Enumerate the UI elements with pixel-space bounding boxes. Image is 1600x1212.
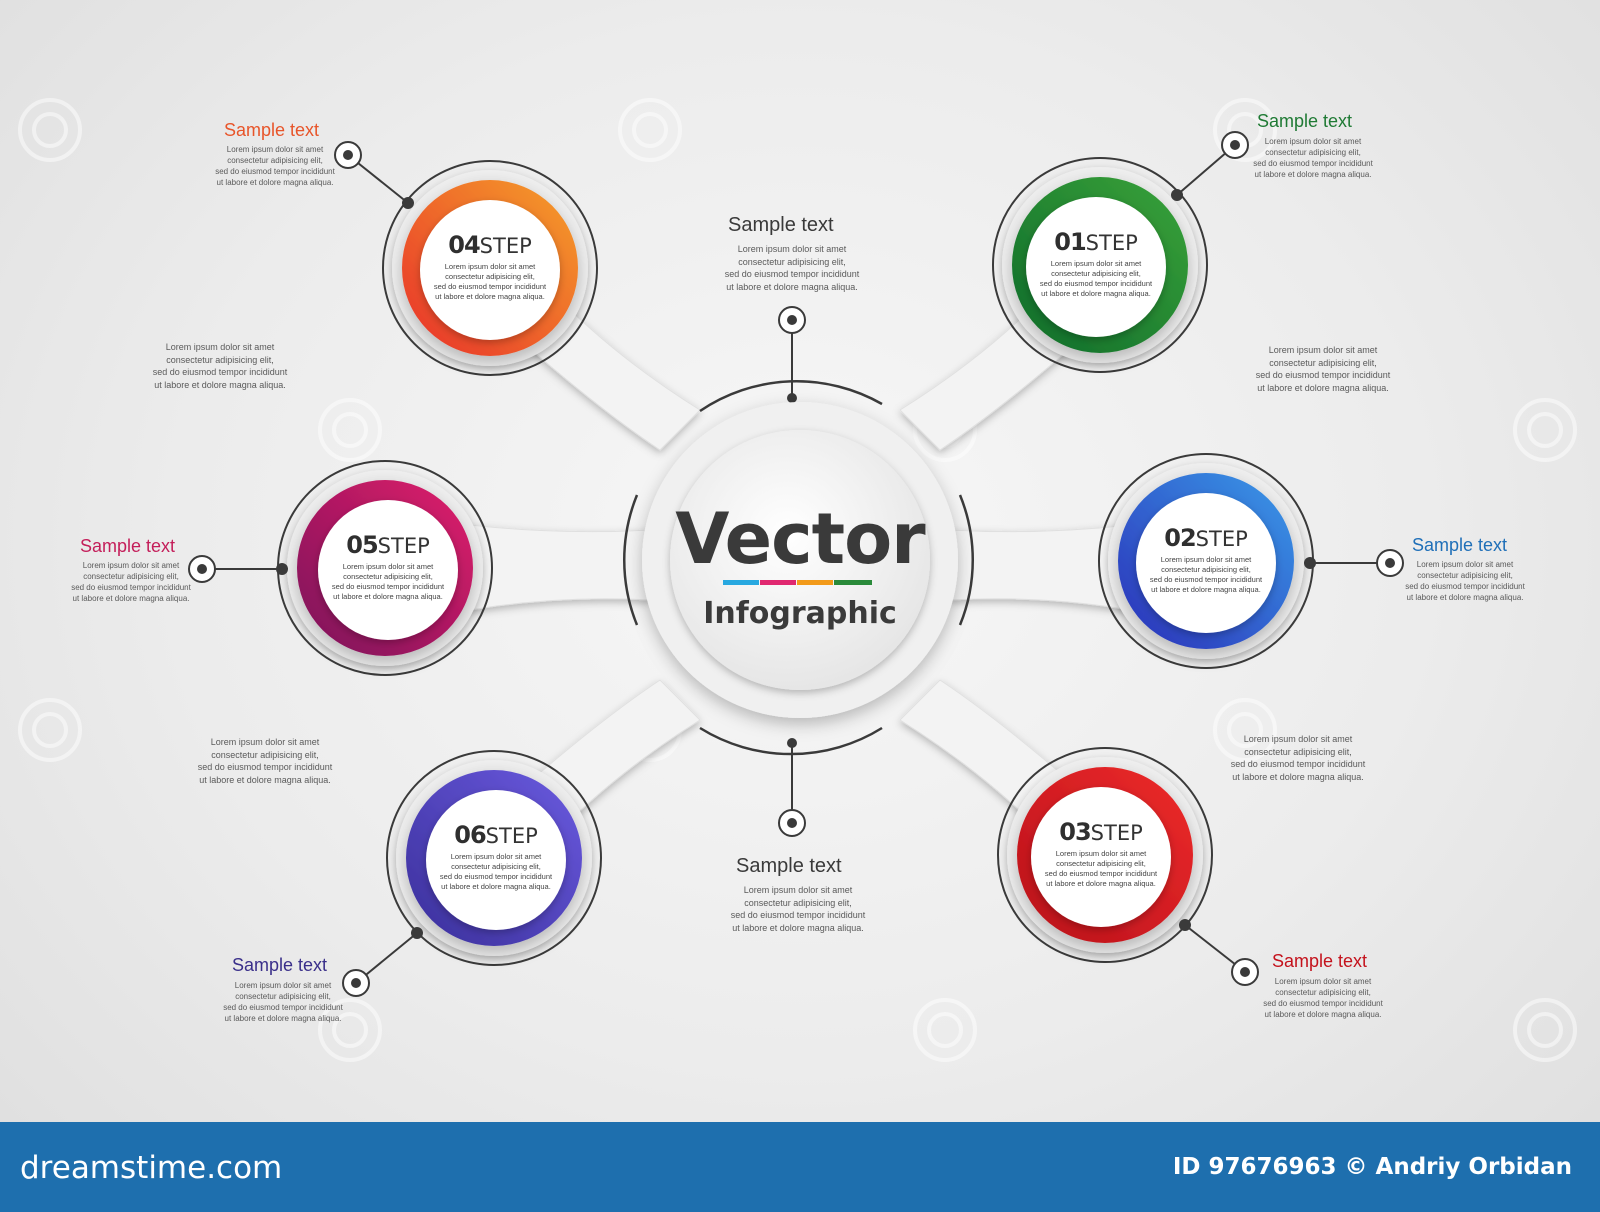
hub-underline-2 bbox=[760, 580, 796, 585]
callout-step3-text: Lorem ipsum dolor sit amet consectetur a… bbox=[1263, 977, 1383, 1019]
step-4-circle bbox=[382, 160, 598, 376]
arm-step-2 bbox=[949, 524, 1131, 611]
step-3-circle bbox=[997, 747, 1213, 963]
side-note-lower-right: Lorem ipsum dolor sit amet consectetur a… bbox=[1230, 734, 1366, 782]
step-3-number: 03 bbox=[1059, 818, 1091, 846]
callout-step6-text: Lorem ipsum dolor sit amet consectetur a… bbox=[223, 981, 343, 1023]
hub-title: Vector bbox=[675, 498, 925, 580]
connector-dot-bottom-end bbox=[787, 738, 797, 748]
hub-subtitle: Infographic bbox=[703, 596, 897, 631]
step-3-content: 03STEP Lorem ipsum dolor sit amet consec… bbox=[1036, 818, 1166, 889]
step-5-content: 05STEP Lorem ipsum dolor sit amet consec… bbox=[323, 531, 453, 602]
callout-bottom-text: Lorem ipsum dolor sit amet consectetur a… bbox=[730, 885, 866, 933]
side-note-lower-left: Lorem ipsum dolor sit amet consectetur a… bbox=[197, 737, 333, 785]
hub-underline-4 bbox=[834, 580, 872, 585]
step-1-circle bbox=[992, 157, 1208, 373]
step-5-label: STEP bbox=[377, 534, 430, 558]
callout-step3-title: Sample text bbox=[1272, 951, 1368, 971]
step-5-number: 05 bbox=[346, 531, 378, 559]
step-2-text: Lorem ipsum dolor sit amet consectetur a… bbox=[1149, 555, 1263, 594]
callout-step4-title: Sample text bbox=[224, 120, 320, 140]
step-6-circle bbox=[386, 750, 602, 966]
step-1-label: STEP bbox=[1085, 231, 1138, 255]
footer-logo[interactable]: dreamstime.com bbox=[20, 1150, 283, 1186]
step-2-number: 02 bbox=[1164, 524, 1196, 552]
step-1-number: 01 bbox=[1054, 228, 1086, 256]
hub-underline-3 bbox=[797, 580, 833, 585]
callout-step4-text: Lorem ipsum dolor sit amet consectetur a… bbox=[215, 145, 335, 187]
step-3-label: STEP bbox=[1090, 821, 1143, 845]
step-4-number: 04 bbox=[448, 231, 480, 259]
step-2-circle bbox=[1098, 453, 1314, 669]
callout-step2-title: Sample text bbox=[1412, 535, 1508, 555]
hub-circle-inner bbox=[670, 430, 930, 690]
callout-step5-title: Sample text bbox=[80, 536, 176, 556]
callout-top-title: Sample text bbox=[728, 214, 834, 236]
step-6-label: STEP bbox=[485, 824, 538, 848]
side-note-upper-left: Lorem ipsum dolor sit amet consectetur a… bbox=[152, 342, 288, 390]
callout-step1-title: Sample text bbox=[1257, 111, 1353, 131]
step-2-label: STEP bbox=[1195, 527, 1248, 551]
arm-step-5 bbox=[469, 524, 651, 611]
step-3-text: Lorem ipsum dolor sit amet consectetur a… bbox=[1044, 849, 1158, 888]
connector-dot-top-end bbox=[787, 393, 797, 403]
step-1-content: 01STEP Lorem ipsum dolor sit amet consec… bbox=[1031, 228, 1161, 299]
footer-bar: dreamstime.com ID 97676963 © Andriy Orbi… bbox=[0, 1122, 1600, 1212]
callout-step5-text: Lorem ipsum dolor sit amet consectetur a… bbox=[71, 561, 191, 603]
callout-bottom-title: Sample text bbox=[736, 855, 842, 877]
hub-underline-1 bbox=[723, 580, 759, 585]
hub-connector-dots bbox=[778, 306, 806, 837]
step-5-circle bbox=[277, 460, 493, 676]
footer-credit: ID 97676963 © Andriy Orbidan bbox=[1172, 1154, 1572, 1180]
step-5-text: Lorem ipsum dolor sit amet consectetur a… bbox=[331, 562, 445, 601]
step-6-content: 06STEP Lorem ipsum dolor sit amet consec… bbox=[431, 821, 561, 892]
step-6-text: Lorem ipsum dolor sit amet consectetur a… bbox=[439, 852, 553, 891]
step-4-content: 04STEP Lorem ipsum dolor sit amet consec… bbox=[425, 231, 555, 302]
step-6-number: 06 bbox=[454, 821, 486, 849]
callout-step1-text: Lorem ipsum dolor sit amet consectetur a… bbox=[1253, 137, 1373, 179]
callout-dots bbox=[188, 131, 1404, 997]
step-4-text: Lorem ipsum dolor sit amet consectetur a… bbox=[433, 262, 547, 301]
step-4-label: STEP bbox=[479, 234, 532, 258]
step-1-text: Lorem ipsum dolor sit amet consectetur a… bbox=[1039, 259, 1153, 298]
step-2-content: 02STEP Lorem ipsum dolor sit amet consec… bbox=[1141, 524, 1271, 595]
callout-top-text: Lorem ipsum dolor sit amet consectetur a… bbox=[724, 244, 860, 292]
callout-step2-text: Lorem ipsum dolor sit amet consectetur a… bbox=[1405, 560, 1525, 602]
callout-step6-title: Sample text bbox=[232, 955, 328, 975]
side-note-upper-right: Lorem ipsum dolor sit amet consectetur a… bbox=[1255, 345, 1391, 393]
